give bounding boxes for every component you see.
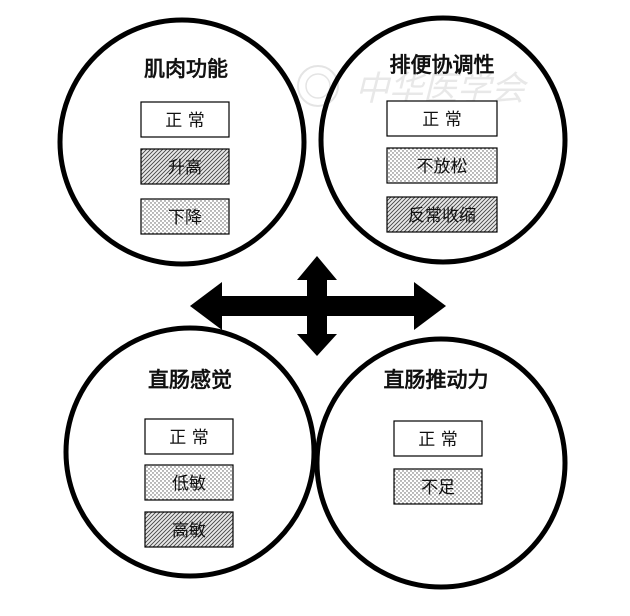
q3-box-2-label: 高敏 [172, 521, 206, 541]
title-defecation-coordination: 排便协调性 [390, 53, 495, 77]
circle-defecation-coordination [318, 15, 568, 265]
q4-box-1-label: 不足 [421, 478, 455, 498]
q1-box-2: 下降 [140, 198, 230, 235]
watermark-seal-inner [305, 73, 331, 99]
q1-box-0: 正 常 [140, 101, 230, 138]
q1-box-2-label: 下降 [168, 208, 202, 228]
q2-box-2-label: 反常收缩 [408, 206, 476, 226]
q3-box-0: 正 常 [144, 418, 234, 455]
four-way-arrow-icon [190, 256, 446, 356]
circle-muscle-function [57, 17, 307, 267]
q2-box-1-label: 不放松 [417, 157, 468, 177]
q1-box-1: 升高 [140, 148, 230, 185]
q3-box-0-label: 正 常 [169, 428, 208, 448]
q2-box-0: 正 常 [386, 100, 498, 137]
title-rectal-propulsion: 直肠推动力 [384, 368, 489, 392]
q2-box-0-label: 正 常 [422, 110, 461, 130]
q4-box-0: 正 常 [393, 420, 483, 457]
circle-rectal-sensation [63, 325, 317, 579]
q4-box-1: 不足 [393, 468, 483, 505]
q3-box-2: 高敏 [144, 511, 234, 548]
q2-box-2: 反常收缩 [386, 196, 498, 233]
q4-box-0-label: 正 常 [418, 430, 457, 450]
q3-box-1-label: 低敏 [172, 474, 206, 494]
q1-box-0-label: 正 常 [165, 111, 204, 131]
title-muscle-function: 肌肉功能 [144, 57, 228, 81]
circle-rectal-propulsion [314, 336, 568, 590]
q2-box-1: 不放松 [386, 147, 498, 184]
q1-box-1-label: 升高 [168, 158, 202, 178]
title-rectal-sensation: 直肠感觉 [148, 368, 232, 392]
q3-box-1: 低敏 [144, 464, 234, 501]
watermark-seal-icon [297, 65, 339, 107]
